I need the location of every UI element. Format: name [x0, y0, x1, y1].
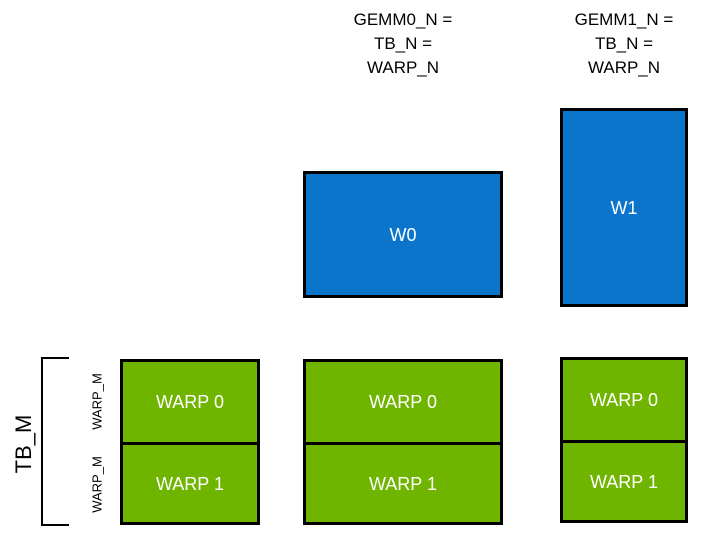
green-cell-middle-warp0-label: WARP 0 — [368, 392, 438, 412]
blue-box-w0[interactable]: W0 — [303, 171, 503, 298]
green-cell-right-warp1[interactable]: WARP 1 — [563, 440, 685, 520]
axis-label-tb-m: TB_M — [11, 414, 36, 474]
green-column-left[interactable]: WARP 0 WARP 1 — [120, 359, 260, 525]
green-cell-middle-warp1[interactable]: WARP 1 — [306, 442, 500, 522]
green-cell-middle-warp0[interactable]: WARP 0 — [306, 362, 500, 442]
blue-box-w0-label: W0 — [389, 224, 417, 245]
green-column-middle[interactable]: WARP 0 WARP 1 — [303, 359, 503, 525]
green-cell-right-warp0-label: WARP 0 — [589, 390, 659, 410]
axis-label-warp-m-bottom: WARP_M — [89, 456, 105, 513]
green-column-right[interactable]: WARP 0 WARP 1 — [560, 357, 688, 523]
green-cell-left-warp0[interactable]: WARP 0 — [123, 362, 257, 442]
green-cell-left-warp1-label: WARP 1 — [155, 473, 225, 494]
green-cell-left-warp1[interactable]: WARP 1 — [123, 442, 257, 522]
green-cell-left-warp0-label: WARP 0 — [155, 392, 225, 412]
tb-m-bracket — [41, 357, 69, 526]
green-cell-right-warp1-label: WARP 1 — [589, 471, 659, 492]
green-cell-middle-warp1-label: WARP 1 — [368, 473, 438, 494]
blue-box-w1[interactable]: W1 — [560, 108, 688, 307]
blue-box-w1-label: W1 — [610, 197, 638, 218]
axis-label-warp-m-top: WARP_M — [89, 373, 105, 430]
green-cell-right-warp0[interactable]: WARP 0 — [563, 360, 685, 440]
column-caption-gemm1: GEMM1_N = TB_N = WARP_N — [574, 10, 674, 77]
column-caption-gemm0: GEMM0_N = TB_N = WARP_N — [353, 10, 453, 77]
